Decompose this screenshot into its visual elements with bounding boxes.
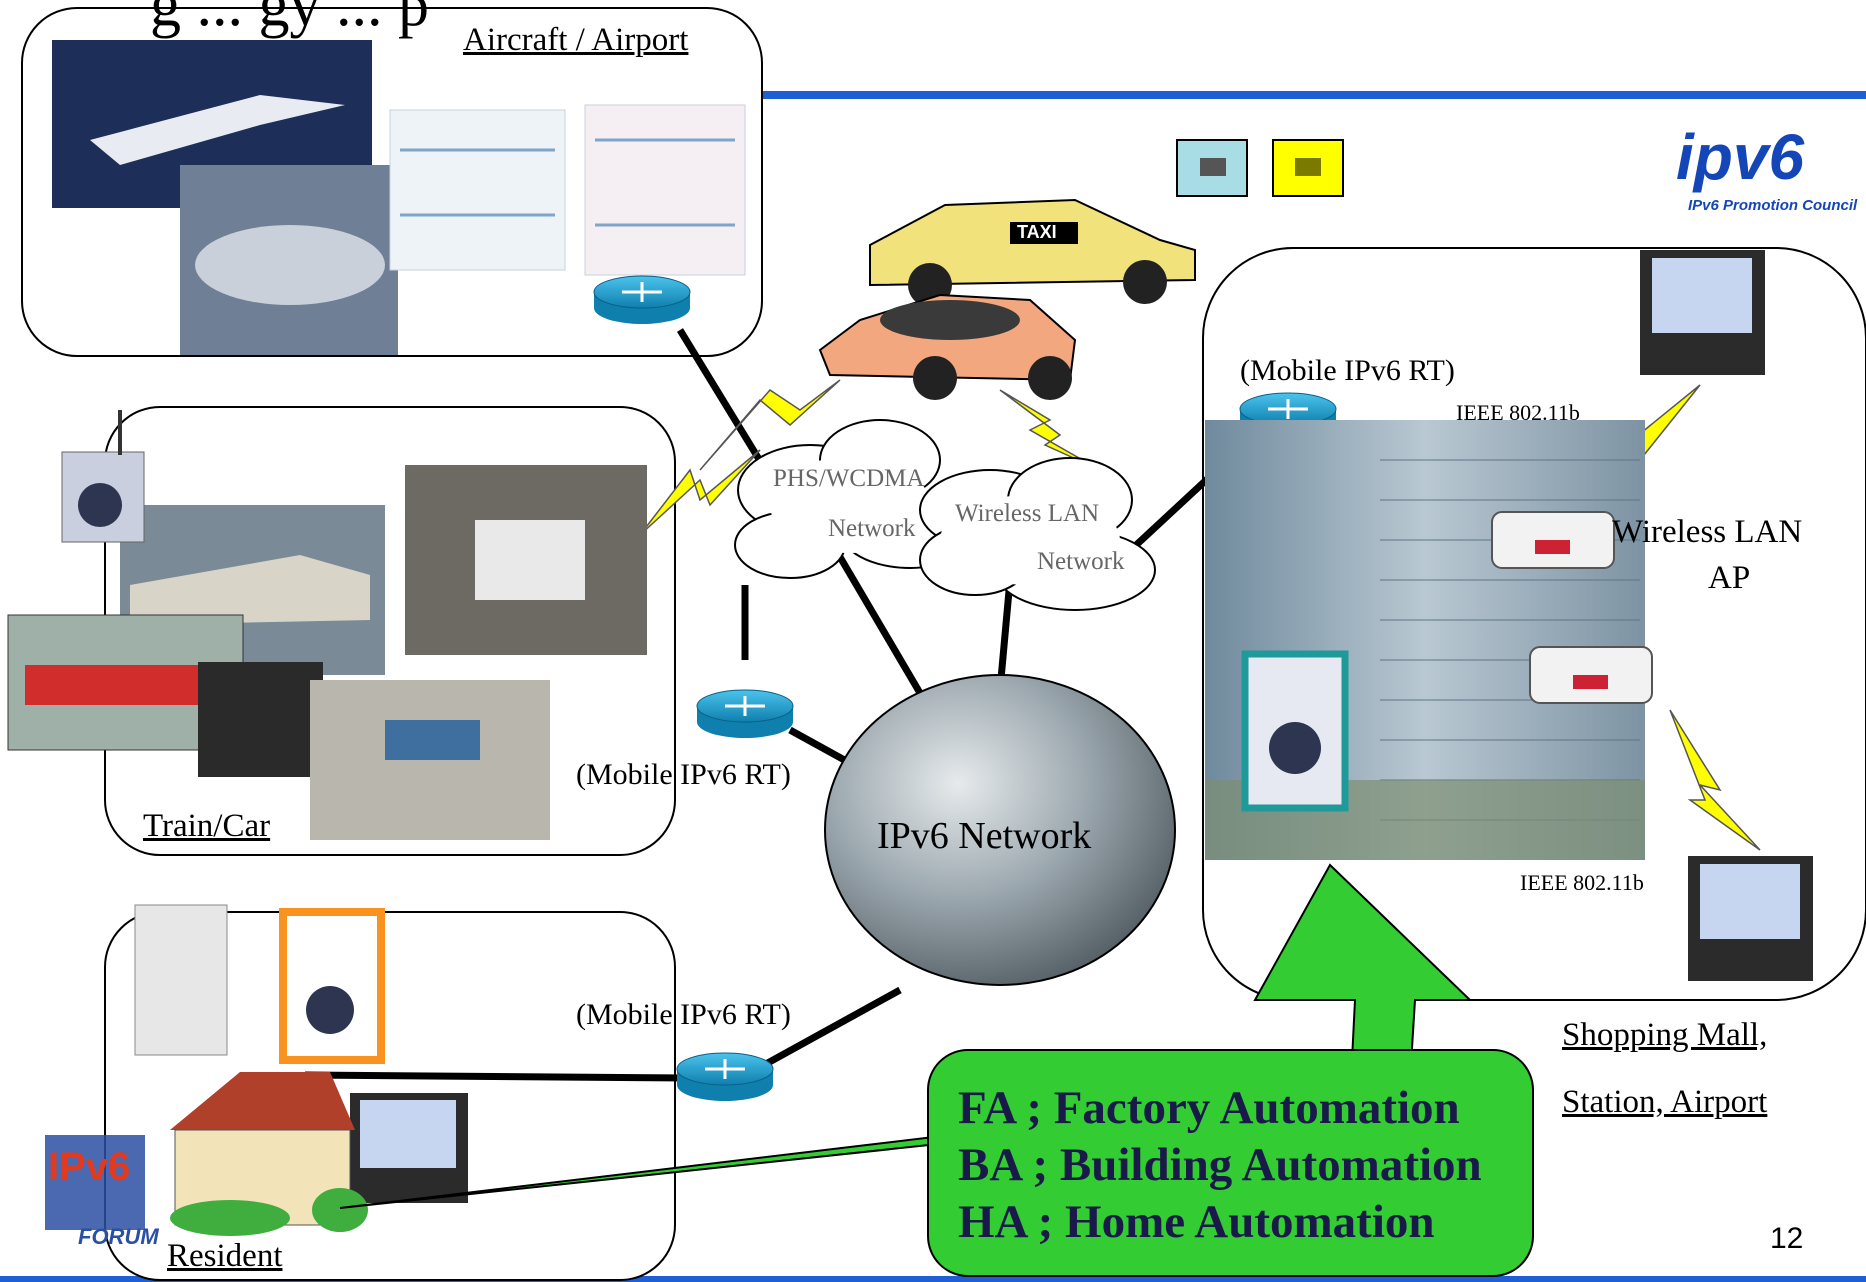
callout-line-fa: FA ; Factory Automation [958, 1082, 1460, 1134]
router-label-resident: (Mobile IPv6 RT) [576, 998, 791, 1031]
wlan-cloud [919, 457, 1156, 611]
region-label-resident: Resident [167, 1238, 283, 1274]
page-title: g ... gy ... p [150, 0, 429, 39]
house-icon [170, 1072, 355, 1130]
callout-line-ha: HA ; Home Automation [958, 1196, 1435, 1248]
ipv6-core-sphere [824, 674, 1176, 986]
ipv6-forum-mark: IPv6 [48, 1145, 131, 1189]
automation-callout [927, 1049, 1534, 1277]
callout-text: FA ; Factory Automation BA ; Building Au… [958, 1080, 1482, 1251]
ieee-label-top: IEEE 802.11b [1456, 400, 1580, 425]
ipv6-council-word: IPv6 Promotion Council [1688, 197, 1858, 214]
region-label-aircraft: Aircraft / Airport [463, 22, 689, 58]
router-label-train: (Mobile IPv6 RT) [576, 758, 791, 791]
wlan-cloud-label-1: Wireless LAN [955, 500, 1100, 527]
video-camera-icon [1295, 158, 1321, 176]
region-label-mall-1: Shopping Mall, [1562, 1017, 1768, 1053]
ap-label-2: AP [1708, 560, 1751, 596]
router-icon-train [696, 689, 794, 738]
router-icon-aircraft [593, 275, 691, 324]
ipv6-council-logo [1670, 125, 1866, 205]
router-icon-resident [676, 1052, 774, 1101]
phs-cloud-label-2: Network [828, 515, 916, 542]
callout-line-ba: BA ; Building Automation [958, 1139, 1482, 1191]
callout-pointer [339, 863, 1473, 1209]
ieee-label-bottom: IEEE 802.11b [1520, 870, 1644, 895]
router-label-mall: (Mobile IPv6 RT) [1240, 354, 1455, 387]
jet-icon [90, 95, 345, 165]
jumbo-icon [195, 225, 385, 305]
ipv6-forum-word: FORUM [78, 1224, 159, 1249]
laptop-icon [198, 662, 323, 777]
network-camera-icon [1241, 650, 1349, 812]
header-rule [370, 91, 1866, 99]
taxi-icon [869, 198, 1196, 307]
core-network-label: IPv6 Network [877, 815, 1092, 857]
airport-map-2 [584, 104, 746, 276]
pc-tower-icon [134, 904, 228, 1056]
wlan-cloud-label-2: Network [1037, 548, 1125, 575]
phs-cloud-label-1: PHS/WCDMA [773, 465, 925, 492]
ipv6-forum-logo [45, 1135, 145, 1230]
ipv6-council-mark: ipv6 [1676, 121, 1805, 193]
region-label-mall-2: Station, Airport [1562, 1084, 1768, 1120]
phs-cloud [734, 419, 981, 579]
page-number: 12 [1770, 1222, 1804, 1255]
region-label-train: Train/Car [143, 808, 271, 844]
network-camera-icon [279, 908, 385, 1064]
taxi-sign: TAXI [1017, 222, 1057, 242]
ap-label-1: Wireless LAN [1612, 514, 1803, 550]
airport-map-1 [389, 109, 566, 271]
car-icon [818, 293, 1077, 400]
footer-rule [0, 1276, 1866, 1282]
camera-card-cyan [1176, 139, 1248, 197]
video-camera-icon [1200, 158, 1226, 176]
